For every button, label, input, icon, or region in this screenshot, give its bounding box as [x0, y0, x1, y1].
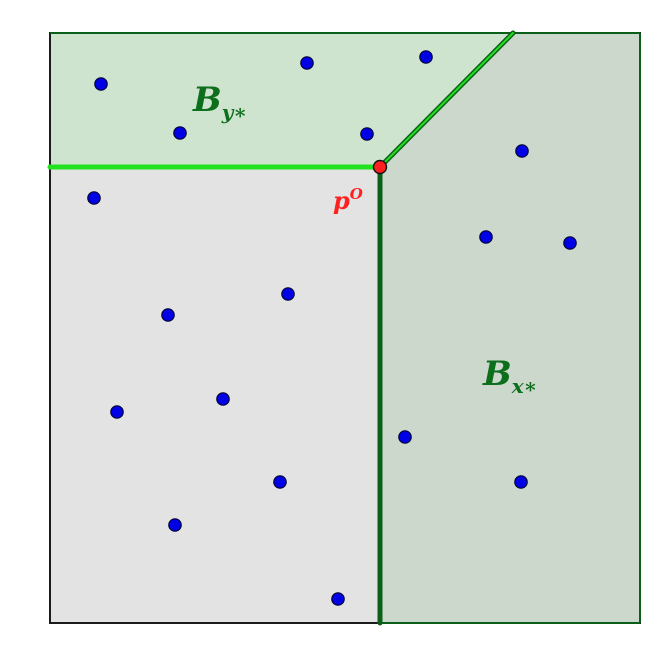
point: [273, 475, 287, 489]
point: [161, 308, 175, 322]
top-region-label-base: B: [192, 80, 222, 120]
origin-label-base: p: [333, 186, 350, 215]
point: [110, 405, 124, 419]
point: [168, 518, 182, 532]
point: [216, 392, 230, 406]
point: [173, 126, 187, 140]
diagonal-boundary-bright: [379, 32, 514, 168]
point: [300, 56, 314, 70]
right-region-label: Bx∗: [482, 354, 538, 398]
origin-label-superscript: O: [350, 185, 363, 203]
top-region: [50, 33, 513, 167]
point: [479, 230, 493, 244]
left-region: [50, 167, 380, 623]
origin-label: pO: [333, 185, 363, 215]
point: [281, 287, 295, 301]
top-region-label-subscript: y∗: [221, 100, 247, 124]
right-region-label-base: B: [482, 354, 512, 394]
right-region-label-subscript: x∗: [511, 374, 538, 398]
point: [398, 430, 412, 444]
point: [360, 127, 374, 141]
point: [331, 592, 345, 606]
top-region-label: By∗: [192, 80, 247, 124]
origin-point: [372, 159, 388, 175]
point-set: [87, 50, 577, 606]
right-region: [380, 33, 640, 623]
point: [514, 475, 528, 489]
point: [515, 144, 529, 158]
point: [94, 77, 108, 91]
point: [87, 191, 101, 205]
point: [563, 236, 577, 250]
point: [419, 50, 433, 64]
